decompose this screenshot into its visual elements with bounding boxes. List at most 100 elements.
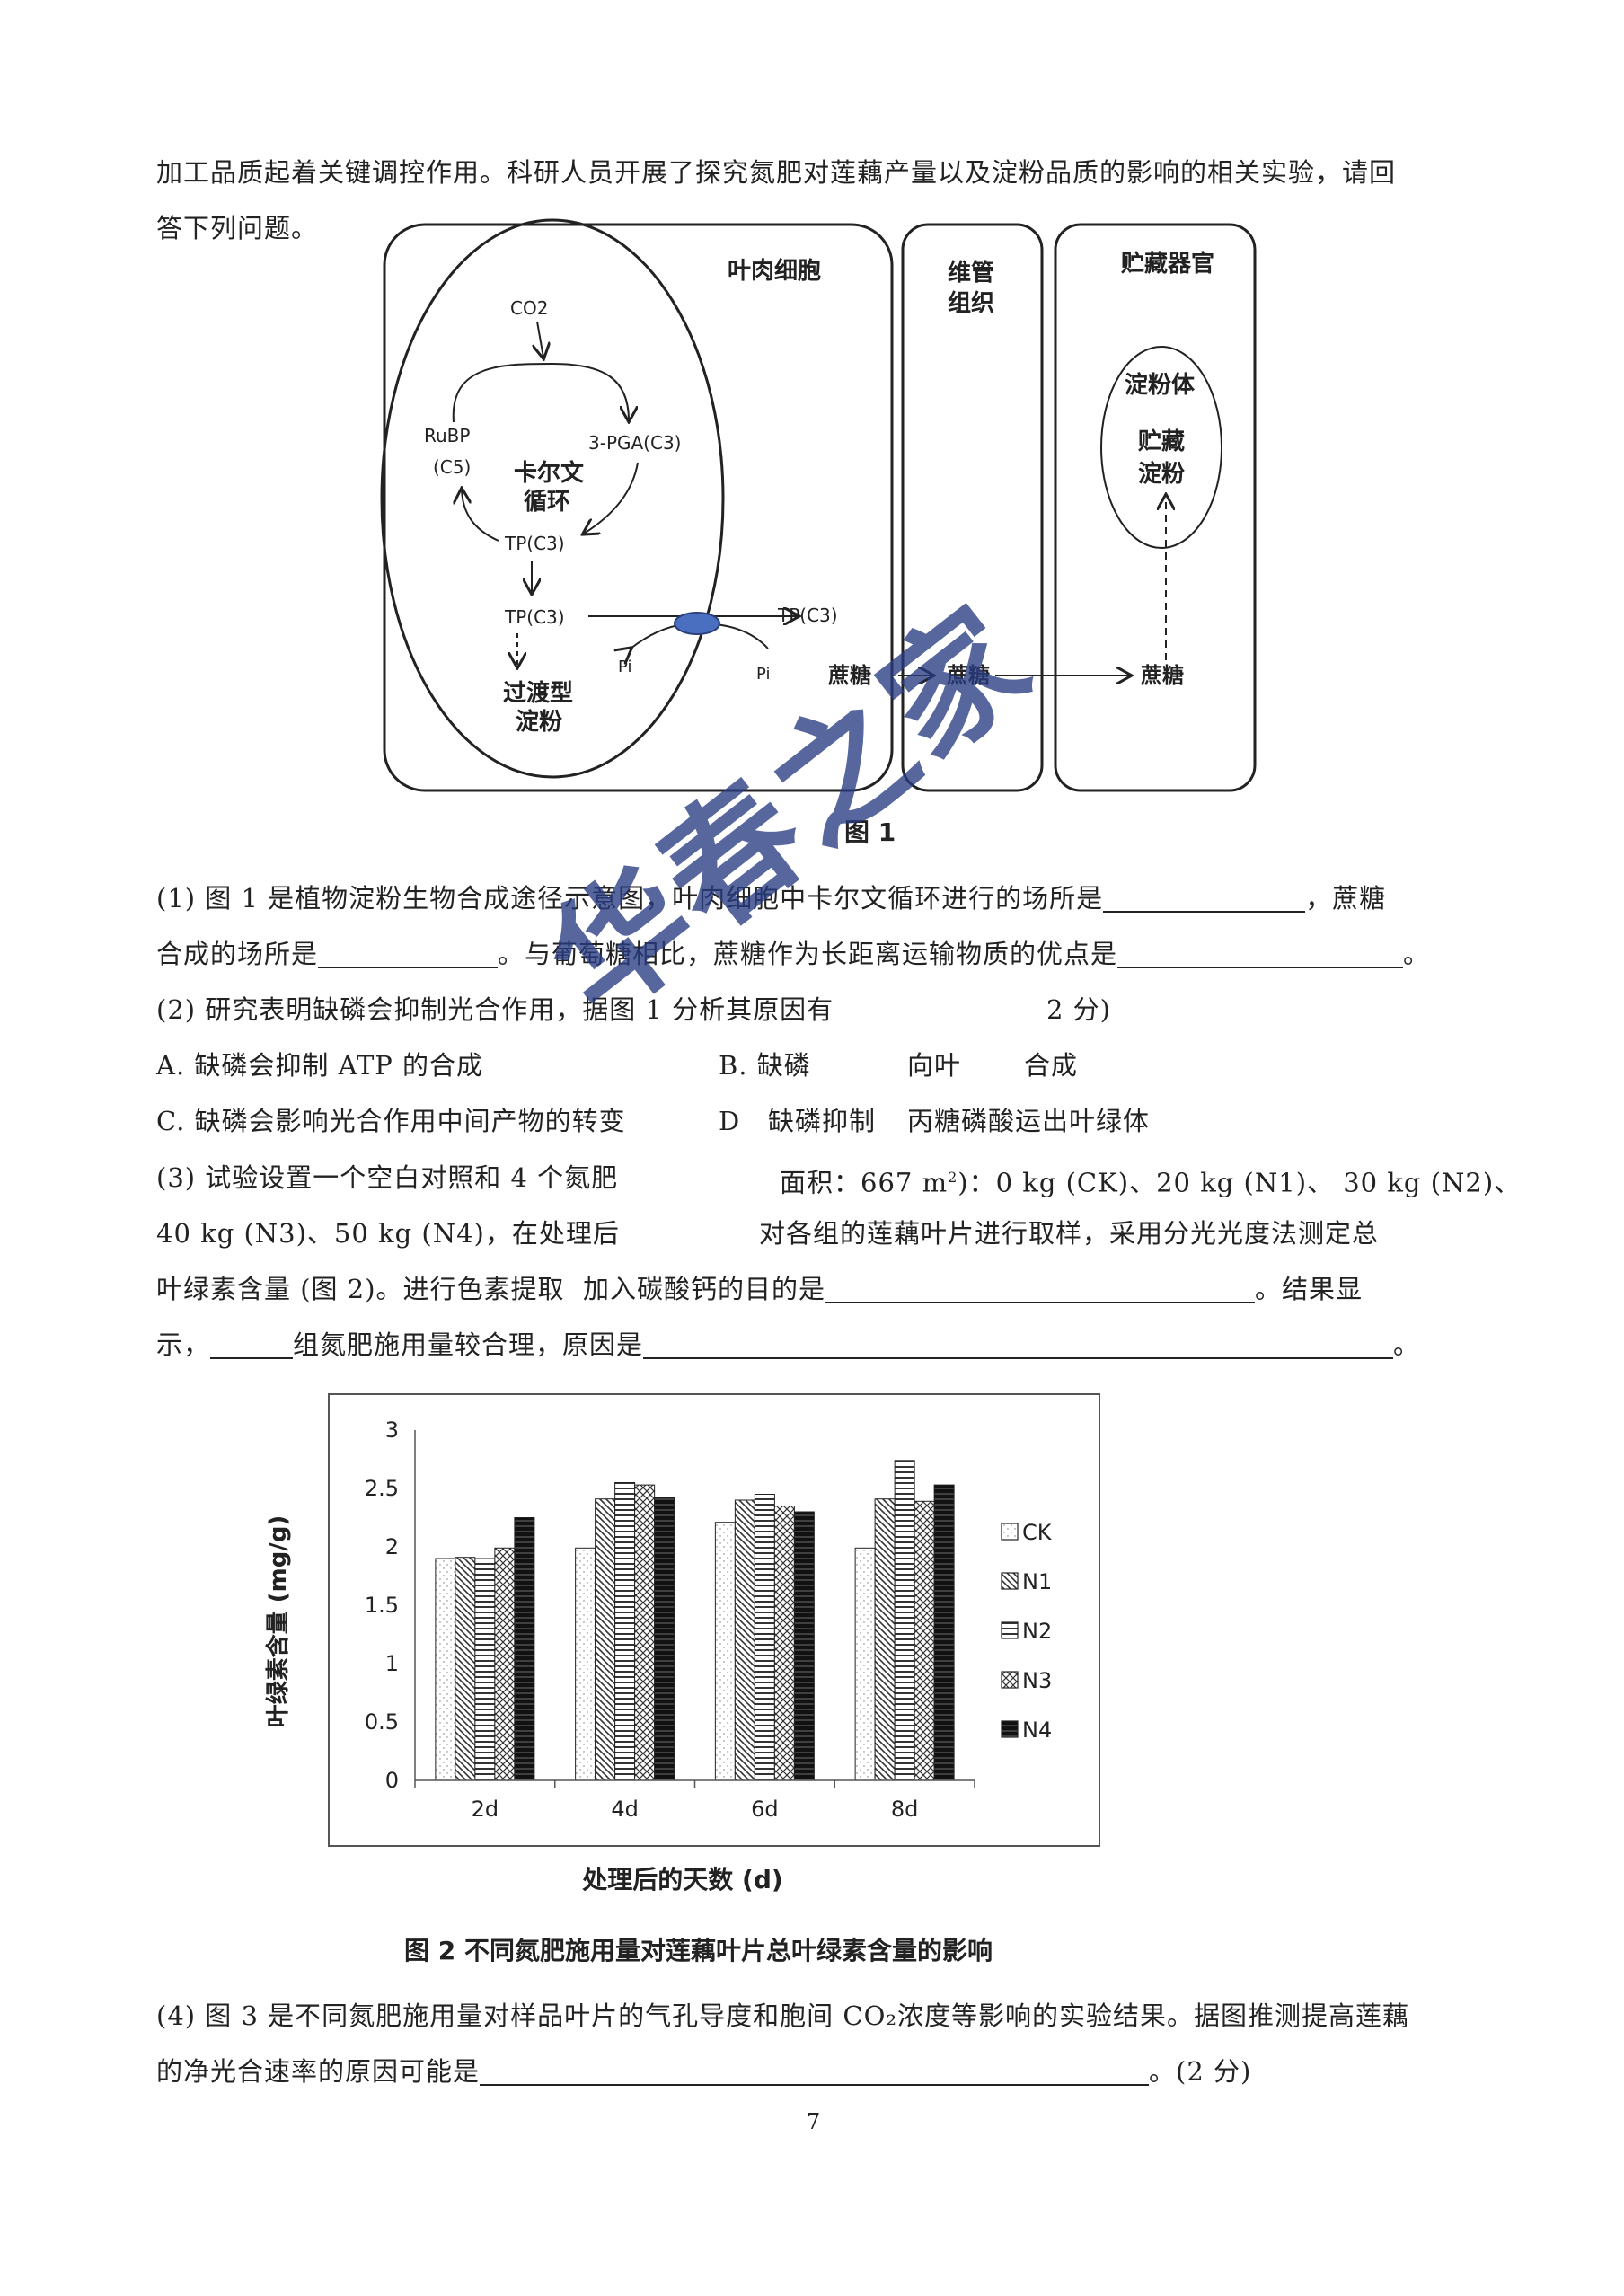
q1-blank-1[interactable] <box>1103 884 1306 913</box>
label-3pga: 3-PGA(C3) <box>588 432 681 454</box>
x-tick-label: 2d <box>472 1797 499 1822</box>
q2-stem: (2) 研究表明缺磷会抑制光合作用，据图 1 分析其原因有 <box>156 994 834 1025</box>
q2-option-a: A. 缺磷会抑制 ATP 的合成 <box>156 1050 484 1081</box>
label-rubp: RuBP <box>424 425 470 446</box>
chloroplast-ellipse <box>380 218 725 779</box>
q3-line-1b: 面积：667 m2)：0 kg (CK)、20 kg (N1)、 30 kg (… <box>780 1167 1522 1198</box>
legend-swatch-n4 <box>1001 1720 1019 1738</box>
rubp-to-pga-arc <box>452 362 629 422</box>
label-pi-1: Pi <box>618 658 631 676</box>
y-tick-label: 2 <box>385 1534 399 1559</box>
bar-n1-8d <box>874 1498 896 1781</box>
legend-label-n2: N2 <box>1022 1619 1052 1644</box>
y-tick-label: 0 <box>385 1768 399 1793</box>
x-axis-label: 处理后的天数 (d) <box>581 1865 782 1894</box>
bar-n3-2d <box>494 1547 516 1781</box>
label-stored-2: 淀粉 <box>1138 460 1185 488</box>
label-transit-2: 淀粉 <box>516 708 562 736</box>
bar-n3-8d <box>914 1500 935 1781</box>
tp-to-rubp-arc <box>462 490 499 542</box>
q4-line-2: 的净光合速率的原因可能是。(2 分) <box>156 2056 1252 2087</box>
storage-organ-box <box>1054 223 1257 792</box>
label-vascular-1: 维管 <box>948 259 994 287</box>
bar-n3-4d <box>634 1484 656 1781</box>
pga-to-tp-arc <box>584 462 639 534</box>
page-number: 7 <box>807 2109 822 2134</box>
q3-blank-1[interactable] <box>825 1275 1255 1303</box>
figure-1-diagram: 叶肉细胞 CO2 RuBP (C5) 3-PGA(C3) 卡尔文 循环 TP(C… <box>380 218 1257 792</box>
label-c5: (C5) <box>433 456 471 478</box>
x-tick-label: 6d <box>751 1797 779 1822</box>
q2-option-b: B. 缺磷 <box>719 1050 811 1081</box>
q4-line-1: (4) 图 3 是不同氮肥施用量对样品叶片的气孔导度和胞间 CO₂浓度等影响的实… <box>156 2000 1409 2031</box>
q3-line-3: 叶绿素含量 (图 2)。进行色素提取 加入碳酸钙的目的是。结果显 <box>156 1274 1363 1304</box>
bar-n2-6d <box>754 1494 775 1781</box>
q1-line-2: 合成的场所是。与葡萄糖相比，蔗糖作为长距离运输物质的优点是。 <box>156 939 1431 969</box>
bar-n4-2d <box>514 1517 535 1781</box>
chart-frame <box>328 1393 1100 1847</box>
bar-n4-8d <box>933 1484 955 1781</box>
y-tick-label: 1 <box>385 1651 399 1676</box>
label-amyloplast: 淀粉体 <box>1125 371 1196 399</box>
x-tick-label: 8d <box>891 1797 919 1822</box>
y-axis-label: 叶绿素含量 (mg/g) <box>264 1515 292 1728</box>
bar-n2-4d <box>614 1482 636 1781</box>
bar-n2-8d <box>894 1460 915 1781</box>
bar-n1-4d <box>595 1498 616 1781</box>
q3-blank-2[interactable] <box>210 1330 294 1359</box>
y-tick-label: 0.5 <box>365 1709 399 1735</box>
intro-line-2: 答下列问题。 <box>156 213 319 243</box>
label-mesophyll-cell: 叶肉细胞 <box>728 257 821 285</box>
label-sucrose-3: 蔗糖 <box>1140 663 1184 688</box>
q2-option-d-mid: 缺磷抑制 <box>768 1106 877 1136</box>
label-storage-organ: 贮藏器官 <box>1121 250 1214 278</box>
legend-swatch-n1 <box>1001 1572 1019 1590</box>
bar-n2-2d <box>474 1558 496 1781</box>
label-pi-2: Pi <box>756 665 770 684</box>
bar-n3-6d <box>773 1506 795 1781</box>
phosphate-translocator <box>674 612 720 635</box>
legend-label-ck: CK <box>1022 1520 1053 1545</box>
q2-option-c: C. 缺磷会影响光合作用中间产物的转变 <box>156 1106 626 1136</box>
label-sucrose-1: 蔗糖 <box>827 663 871 688</box>
x-tick-label: 4d <box>611 1797 639 1822</box>
y-tick-label: 3 <box>385 1417 399 1443</box>
vascular-tissue-box <box>901 223 1044 792</box>
bar-n1-2d <box>455 1557 476 1781</box>
intro-line-1: 加工品质起着关键调控作用。科研人员开展了探究氮肥对莲藕产量以及淀粉品质的影响的相… <box>156 157 1397 188</box>
bar-ck-2d <box>435 1558 456 1781</box>
label-tp-1: TP(C3) <box>504 533 565 554</box>
bar-n1-6d <box>734 1499 755 1781</box>
figure-2-caption: 图 2 不同氮肥施用量对莲藕叶片总叶绿素含量的影响 <box>404 1936 993 1965</box>
q4-blank[interactable] <box>480 2057 1150 2086</box>
q3-line-1a: (3) 试验设置一个空白对照和 4 个氮肥 <box>156 1162 619 1193</box>
bar-ck-4d <box>575 1547 596 1781</box>
legend-swatch-n2 <box>1001 1621 1019 1639</box>
legend-swatch-ck <box>1001 1523 1019 1541</box>
label-co2: CO2 <box>510 297 548 319</box>
q3-line-2a: 40 kg (N3)、50 kg (N4)，在处理后 <box>156 1218 620 1249</box>
q1-blank-3[interactable] <box>1117 940 1404 968</box>
legend-swatch-n3 <box>1001 1671 1019 1689</box>
q2-option-b-mid: 向叶 <box>907 1050 962 1081</box>
mesophyll-cell-box <box>383 223 894 792</box>
co2-arrow <box>537 321 543 358</box>
bar-n4-4d <box>654 1497 675 1781</box>
label-vascular-2: 组织 <box>948 289 994 317</box>
q1-blank-2[interactable] <box>318 940 499 968</box>
q3-blank-3[interactable] <box>643 1330 1394 1359</box>
bar-n4-6d <box>793 1511 815 1781</box>
bar-ck-8d <box>854 1547 876 1781</box>
y-tick-label: 2.5 <box>365 1476 399 1501</box>
bar-ck-6d <box>714 1522 736 1781</box>
legend-label-n1: N1 <box>1022 1569 1052 1594</box>
label-tp-3: TP(C3) <box>777 605 838 626</box>
label-tp-2: TP(C3) <box>504 606 565 628</box>
amyloplast-ellipse <box>1100 346 1222 549</box>
label-stored-1: 贮藏 <box>1138 428 1185 455</box>
legend-label-n3: N3 <box>1022 1668 1052 1693</box>
label-calvin-2: 循环 <box>524 489 570 516</box>
label-transit-1: 过渡型 <box>503 679 573 707</box>
legend-label-n4: N4 <box>1022 1718 1052 1743</box>
